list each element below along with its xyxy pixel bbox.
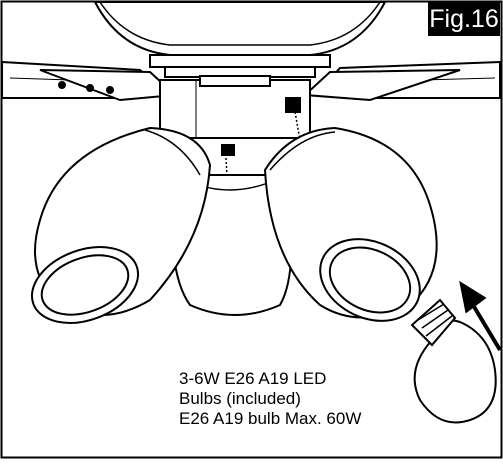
figure-label: Fig.16 [428,2,500,36]
left-shade [30,126,212,324]
caption-line-1: 3-6W E26 A19 LED [179,369,327,388]
right-shade [263,126,438,322]
bulb-caption: 3-6W E26 A19 LED Bulbs (included) E26 A1… [179,369,361,429]
insert-arrow-icon [459,280,502,352]
caption-line-2: Bulbs (included) [179,389,301,408]
light-bulb-icon [410,298,497,424]
switch-housing [159,75,311,156]
fan-blades [1,60,501,102]
fan-motor-housing [93,0,387,78]
caption-line-3: E26 A19 bulb Max. 60W [179,409,362,428]
